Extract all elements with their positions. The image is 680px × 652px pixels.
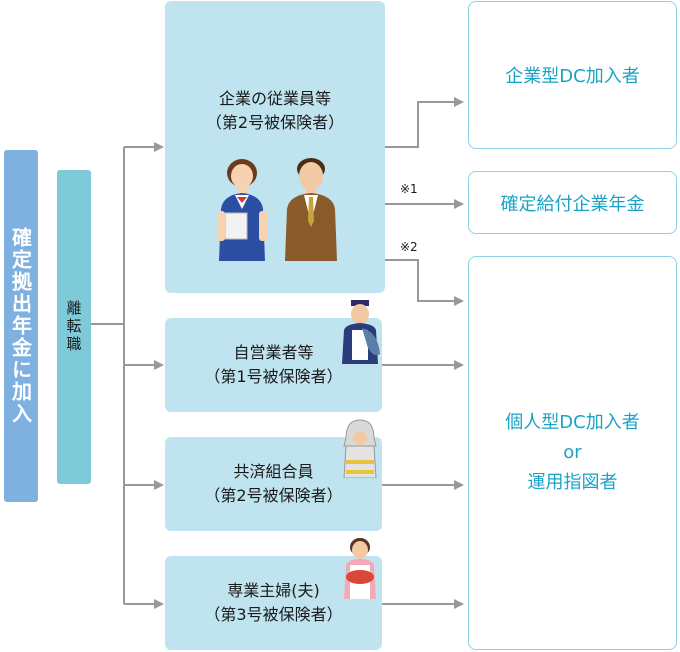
job-change-bar: 離転職 (57, 170, 91, 484)
employees-subtitle: （第2号被保険者） (205, 113, 345, 132)
note-1: ※1 (400, 182, 418, 196)
mutual-aid-subtitle: （第2号被保険者） (204, 486, 343, 505)
homemaker-illustration (344, 538, 376, 599)
homemaker-title: 専業主婦(夫) (227, 581, 320, 600)
or-label: or (563, 442, 582, 463)
db-pension-box: 確定給付企業年金 (468, 171, 677, 234)
female-employee-illustration (217, 159, 267, 261)
note-2: ※2 (400, 240, 418, 254)
arrow-to-corporate-dc (385, 97, 464, 148)
male-employee-illustration (285, 158, 337, 261)
corporate-dc-label: 企業型DC加入者 (505, 66, 640, 87)
individual-dc-box: 個人型DC加入者 or 運用指図者 (468, 256, 677, 650)
db-pension-label: 確定給付企業年金 (500, 193, 645, 215)
arrow-to-individual-from-employees (385, 259, 464, 306)
corporate-dc-box: 企業型DC加入者 (468, 1, 677, 149)
self-employed-title: 自営業者等 (233, 343, 314, 362)
individual-dc-label: 個人型DC加入者 (505, 412, 640, 433)
firefighter-illustration (343, 419, 377, 478)
dc-enrollment-label: 確定拠出年金に加入 (8, 227, 33, 425)
employees-box: 企業の従業員等 （第2号被保険者） (165, 1, 385, 293)
job-change-label: 離転職 (64, 300, 83, 354)
dc-enrollment-bar: 確定拠出年金に加入 (4, 150, 38, 502)
self-employed-subtitle: （第1号被保険者） (204, 367, 343, 386)
investment-instructor-label: 運用指図者 (527, 472, 618, 493)
homemaker-subtitle: （第3号被保険者） (204, 605, 343, 624)
mutual-aid-title: 共済組合員 (233, 462, 314, 481)
fishmonger-illustration (342, 300, 380, 364)
employees-title: 企業の従業員等 (218, 89, 331, 108)
